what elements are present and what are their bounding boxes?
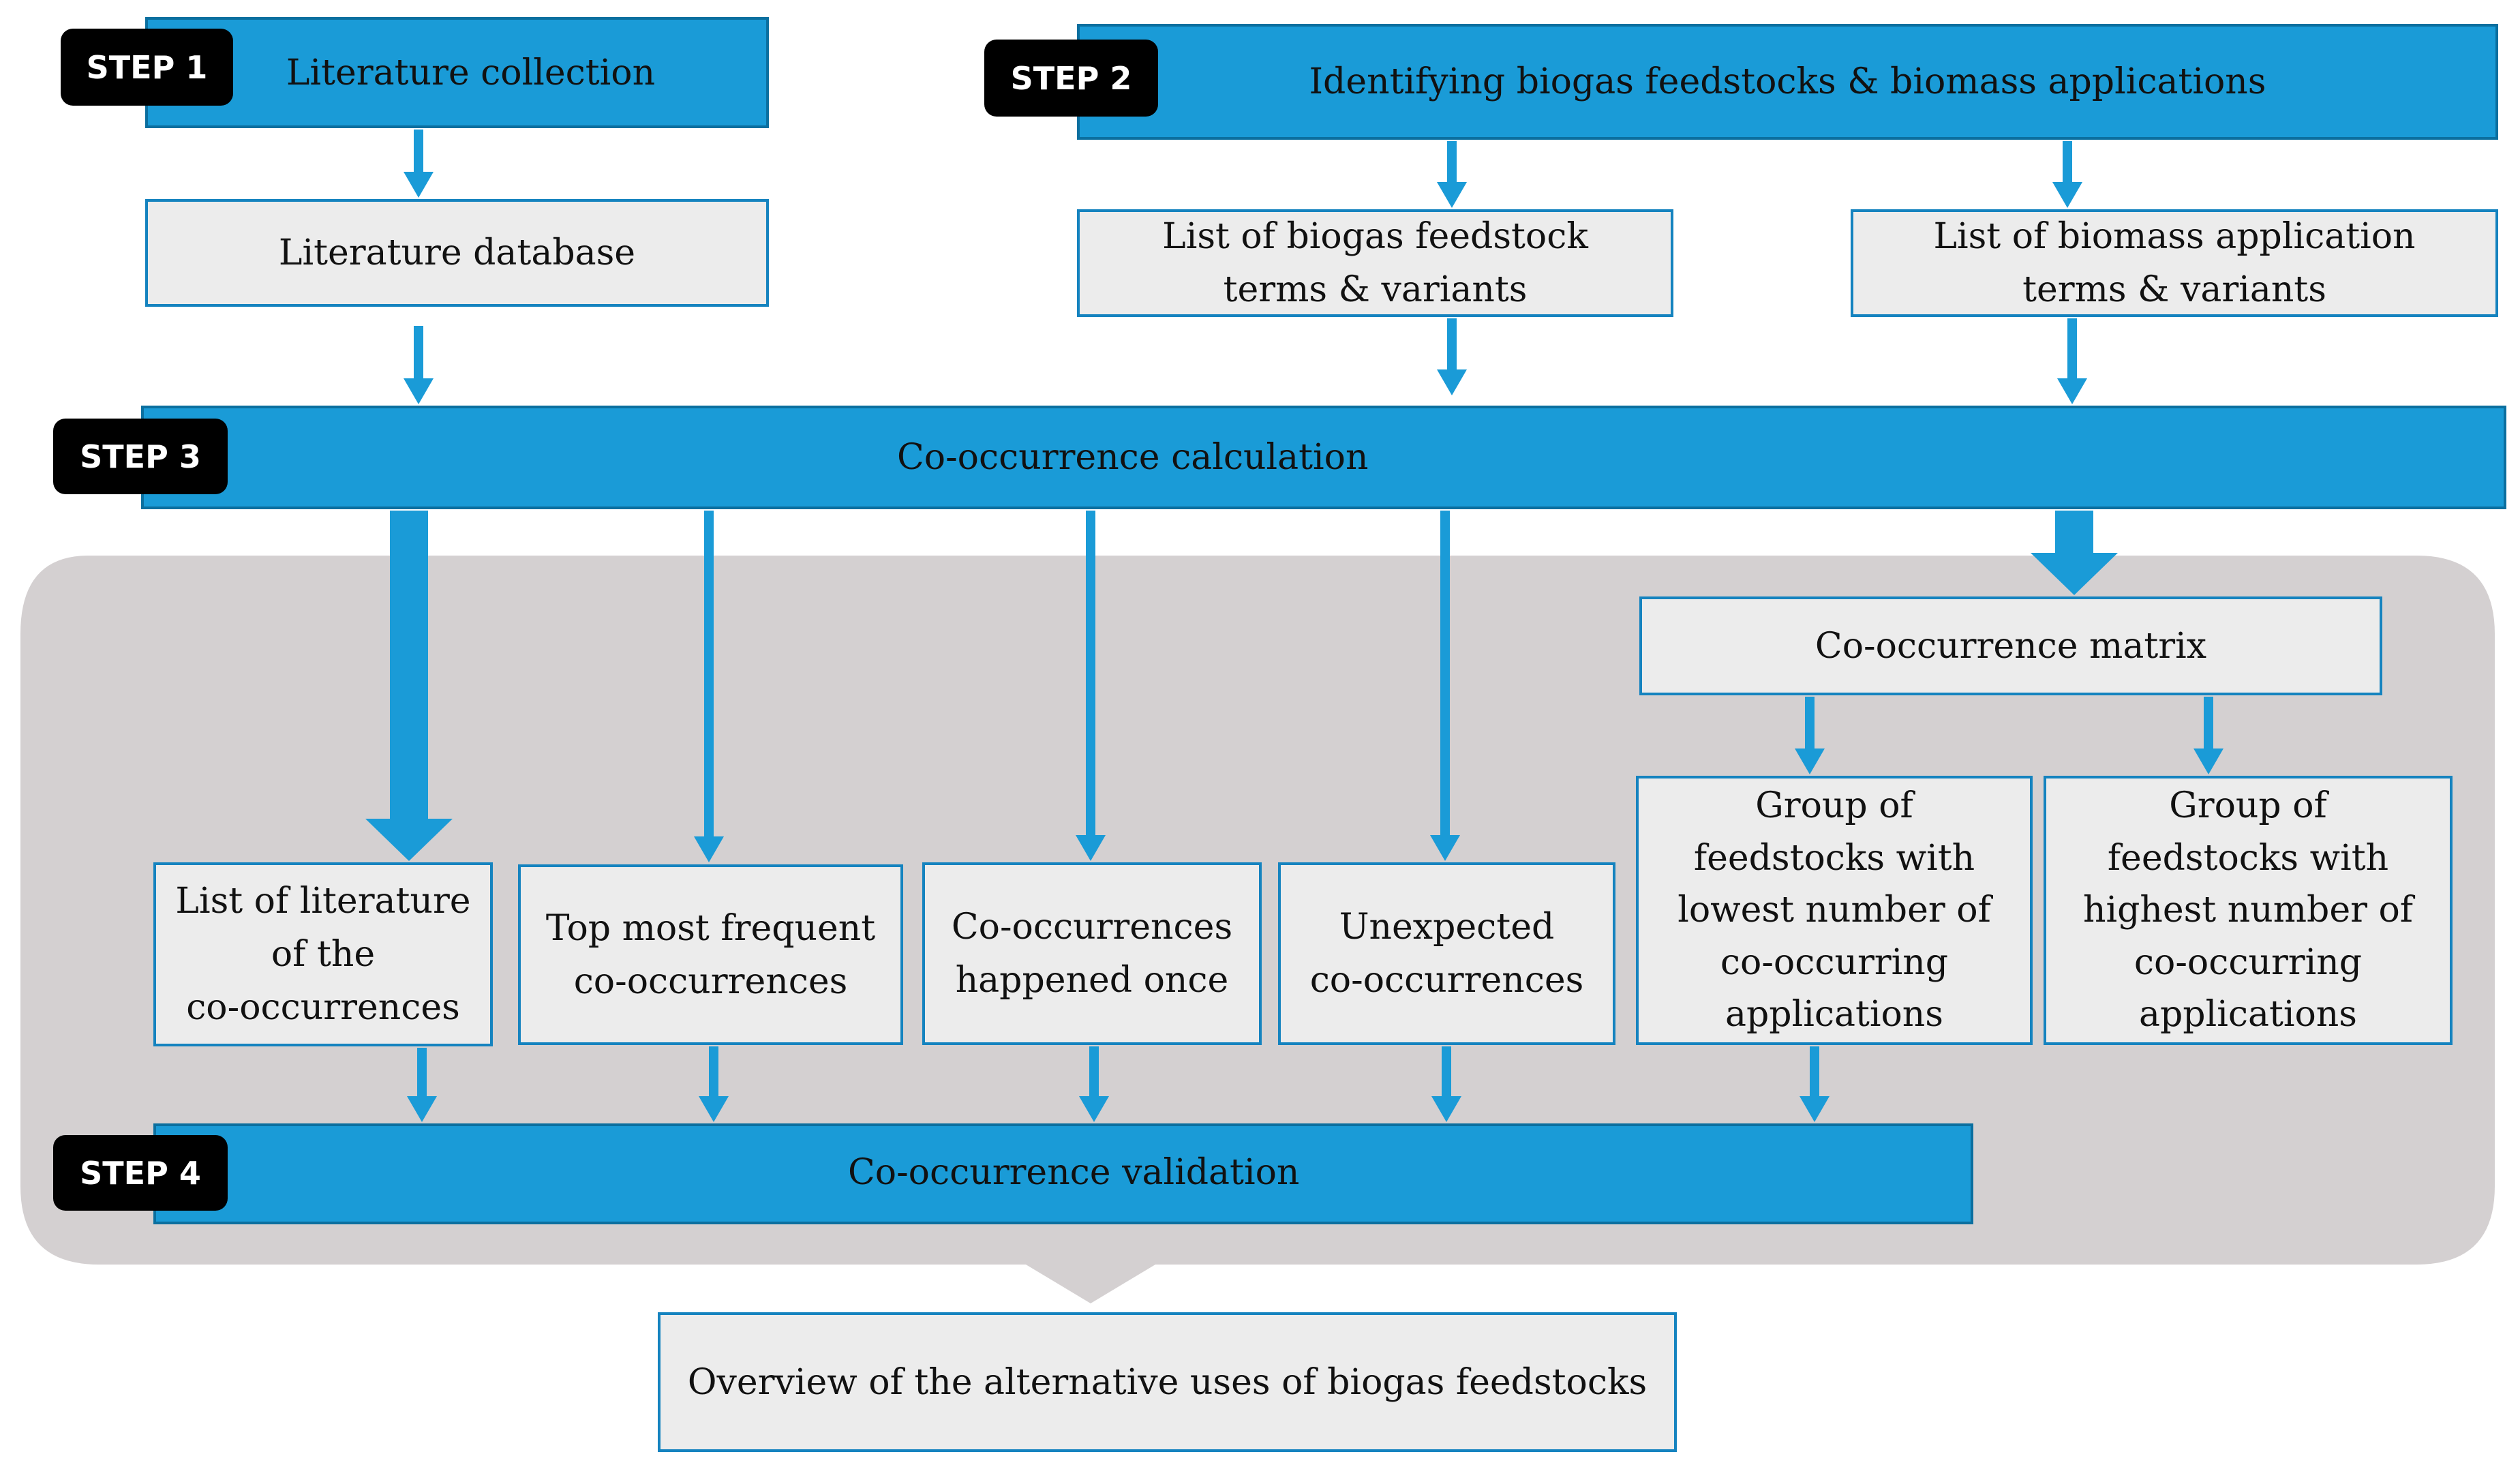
- lowest-group-box: Group of feedstocks with lowest number o…: [1636, 776, 2033, 1045]
- arrow-step2-to-application-terms: [2052, 141, 2082, 208]
- cooccurrence-matrix-label: Co-occurrence matrix: [1815, 625, 2207, 667]
- arrow-step3-to-literature-list: [365, 511, 453, 861]
- arrow-matrix-to-lowest-group: [1795, 697, 1825, 774]
- overview-box: Overview of the alternative uses of biog…: [658, 1312, 1677, 1452]
- literature-list-box: List of literature of the co-occurrences: [153, 862, 493, 1046]
- application-terms-label: List of biomass application terms & vari…: [1933, 216, 2416, 310]
- literature-database-box: Literature database: [145, 199, 769, 307]
- literature-list-label: List of literature of the co-occurrences: [175, 881, 471, 1028]
- overview-label: Overview of the alternative uses of biog…: [687, 1361, 1648, 1403]
- highest-group-box: Group of feedstocks with highest number …: [2044, 776, 2453, 1045]
- highest-group-label: Group of feedstocks with highest number …: [2082, 785, 2414, 1035]
- step3-title: Co-occurrence calculation: [897, 437, 1369, 478]
- step1-literature-collection: Literature collection: [145, 17, 769, 128]
- step2-badge: STEP 2: [984, 40, 1158, 117]
- arrow-step2-to-feedstock-terms: [1437, 141, 1467, 208]
- arrow-top-frequent-to-step4: [699, 1046, 729, 1122]
- step2-title: Identifying biogas feedstocks & biomass …: [1309, 61, 2266, 102]
- happened-once-box: Co-occurrences happened once: [922, 862, 1262, 1045]
- top-frequent-label: Top most frequent co-occurrences: [545, 907, 876, 1002]
- arrow-literature-list-to-step4: [407, 1048, 437, 1122]
- arrow-database-to-step3: [404, 326, 434, 404]
- arrow-step3-to-unexpected: [1430, 511, 1460, 861]
- step2-identifying-feedstocks: Identifying biogas feedstocks & biomass …: [1077, 24, 2498, 140]
- arrow-step3-to-happened-once: [1076, 511, 1106, 861]
- arrow-feedstock-terms-to-step3: [1437, 318, 1467, 395]
- step1-badge: STEP 1: [61, 29, 233, 106]
- unexpected-label: Unexpected co-occurrences: [1309, 907, 1584, 1001]
- arrow-matrix-to-highest-group: [2193, 697, 2223, 774]
- happened-once-label: Co-occurrences happened once: [951, 907, 1233, 1001]
- arrow-step3-to-top-frequent: [694, 511, 724, 862]
- feedstock-terms-label: List of biogas feedstock terms & variant…: [1162, 216, 1588, 310]
- arrow-group: [365, 130, 2223, 1122]
- arrow-unexpected-to-step4: [1431, 1046, 1461, 1122]
- step4-title: Co-occurrence validation: [848, 1152, 1300, 1193]
- cooccurrence-matrix-box: Co-occurrence matrix: [1639, 596, 2382, 695]
- lowest-group-label: Group of feedstocks with lowest number o…: [1678, 785, 1991, 1035]
- step3-badge: STEP 3: [53, 419, 228, 494]
- literature-database-label: Literature database: [278, 232, 636, 273]
- arrow-step1-to-database: [404, 130, 434, 198]
- step4-badge: STEP 4: [53, 1135, 228, 1211]
- arrow-happened-once-to-step4: [1079, 1046, 1109, 1122]
- arrow-step3-to-matrix: [2031, 511, 2118, 595]
- top-frequent-box: Top most frequent co-occurrences: [518, 864, 903, 1045]
- application-terms-box: List of biomass application terms & vari…: [1851, 209, 2498, 317]
- arrow-lowest-group-to-step4: [1800, 1046, 1830, 1122]
- step3-cooccurrence-calculation: Co-occurrence calculation: [141, 406, 2506, 509]
- unexpected-box: Unexpected co-occurrences: [1278, 862, 1615, 1045]
- arrow-application-terms-to-step3: [2057, 318, 2087, 404]
- feedstock-terms-box: List of biogas feedstock terms & variant…: [1077, 209, 1673, 317]
- step1-title: Literature collection: [286, 52, 656, 93]
- step4-cooccurrence-validation: Co-occurrence validation: [153, 1123, 1973, 1224]
